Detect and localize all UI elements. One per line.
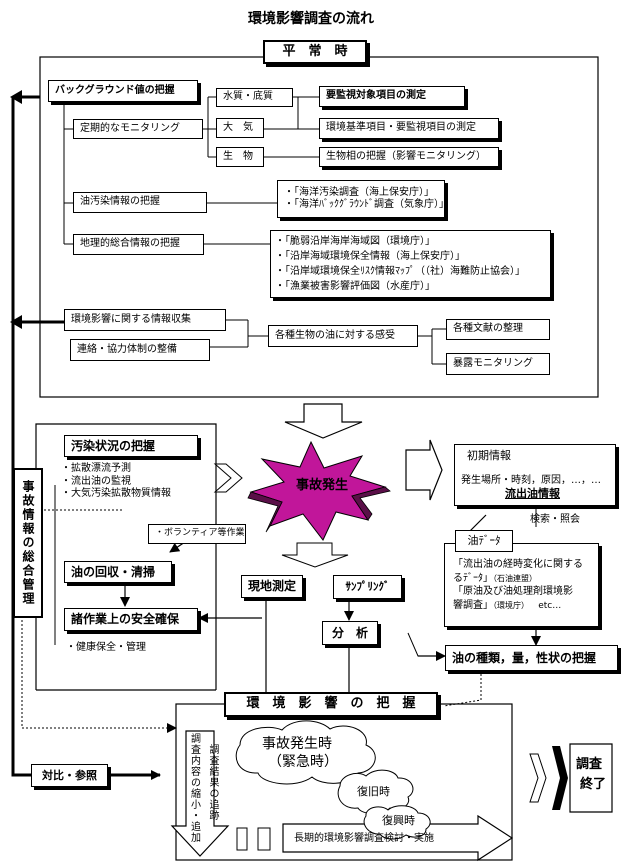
oil-sources-box: ・「海洋汚染調査（海上保安庁）」 ・「海洋ﾊﾞｯｸｸﾞﾗｳﾝﾄﾞ調査（気象庁）」 (277, 180, 449, 218)
background-box: バックグラウンド値の把握 (48, 80, 198, 102)
bunken-box: 各種文献の整理 (446, 319, 550, 340)
abura-data-box: 油ﾃﾞｰﾀ (455, 530, 513, 552)
taihi-box: 対比・参照 (31, 764, 108, 787)
shukusho-char: の (191, 778, 201, 789)
chiri-source-2: ・「沿岸海域環境保全情報（海上保安庁）」 (275, 251, 465, 262)
seibutsu-box: 生 物 (216, 147, 264, 167)
teiki-box: 定期的なモニタリング (73, 119, 203, 139)
shukusho-char: 縮 (191, 789, 201, 800)
chiri-sources-box: ・「脆弱沿岸海岸海域図（環境庁）」 ・「沿岸海域環境保全情報（海上保安庁）」 ・… (270, 230, 551, 298)
osen-box: 汚染状況の把握 (64, 435, 198, 457)
osen-items: ・拡散漂流予測 ・流出油の監視 ・大気汚染拡散物質情報 (55, 459, 215, 505)
suishitsu-box: 水質・底質 (216, 88, 293, 107)
jiko-label: 事故発生 (296, 478, 349, 493)
yokanshi-box: 要監視対象項目の測定 (319, 86, 465, 107)
oil-info-box: 油汚染情報の把握 (73, 192, 207, 213)
data-box: 「流出油の経時変化に関する るﾃﾞｰﾀ」（石油連盟） 「原油及び油処理剤環境影 … (444, 543, 599, 627)
osen-item-3: ・大気汚染拡散物質情報 (61, 488, 171, 500)
ryushutsu-label: 流出油情報 (505, 487, 560, 501)
shukusho-char: 追 (191, 822, 201, 833)
anzen-box: 諸作業上の安全確保 (64, 608, 198, 631)
volunteer-box: ・ボランティア等作業 (148, 524, 246, 544)
shurui-box: 油の種類，量，性状の把握 (445, 645, 618, 671)
data-line-2: るﾃﾞｰﾀ」 (453, 572, 493, 584)
sampling-box: ｻﾝﾌﾟﾘﾝｸﾞ (333, 575, 402, 599)
kanju-box: 各種生物の油に対する感受 (268, 325, 418, 347)
data-src-2: （環境庁） (493, 600, 529, 610)
side-label-box: 事故情報の総合管理 (13, 468, 43, 618)
page-title: 環境影響調査の流れ (248, 11, 374, 27)
heijo-header: 平 常 時 (263, 40, 367, 64)
chiri-box: 地理的総合情報の把握 (73, 234, 204, 255)
end-label-2: 終了 (580, 777, 607, 792)
taiki-box: 大 気 (216, 118, 264, 138)
tsuiseki-label: 調査結果の追跡 (207, 744, 218, 821)
chiri-source-1: ・「脆弱沿岸海岸海域図（環境庁）」 (275, 236, 435, 247)
kankyo-kijun-box: 環境基準項目・要監視項目の測定 (319, 118, 499, 139)
kinkyu-label-2: （緊急時） (268, 754, 338, 770)
shukusho-char: 調 (191, 734, 201, 745)
kensaku-label: 検索・照会 (530, 514, 580, 525)
oil-source-2: ・「海洋ﾊﾞｯｸｸﾞﾗｳﾝﾄﾞ調査（気象庁）」 (284, 199, 449, 210)
shushu-box: 環境影響に関する情報収集 (64, 309, 226, 331)
data-line-4: 響調査」 (453, 599, 493, 611)
choki-label: 長期的環境影響調査検討・実施 (294, 833, 434, 844)
chiri-source-3: ・「沿岸域環境保全ﾘｽｸ情報ﾏｯﾌﾟ（（社）海難防止協会）」 (275, 266, 525, 277)
renraku-box: 連絡・協力体制の整備 (70, 339, 210, 361)
side-label: 事故情報の総合管理 (21, 480, 35, 606)
kinkyu-label-1: 事故発生時 (262, 736, 332, 752)
fukkyu-label: 復旧時 (357, 785, 390, 798)
shukusho-char: 加 (191, 833, 201, 844)
data-line-1: 「流出油の経時変化に関する (453, 559, 583, 570)
shoki-title: 初期情報 (467, 449, 511, 462)
chiri-source-4: ・「漁業被害影響評価図（水産庁）」 (275, 281, 435, 292)
osen-item-2: ・流出油の監視 (61, 475, 131, 487)
bunseki-box: 分 析 (322, 621, 378, 645)
data-line-3: 「原油及び油処理剤環境影 (453, 586, 573, 597)
data-src-1: （石油連盟） (493, 573, 537, 583)
fukko-label: 復興時 (382, 814, 415, 827)
shukusho-char: 内 (191, 756, 201, 767)
shukusho-char: ・ (191, 811, 201, 822)
data-etc: etc… (538, 600, 562, 611)
osen-item-1: ・拡散漂流予測 (61, 463, 131, 475)
kaishu-box: 油の回収・清掃 (64, 561, 172, 583)
end-label-1: 調査 (576, 757, 603, 772)
accident-starburst (249, 440, 387, 541)
shukusho-char: 査 (191, 745, 201, 756)
impact-header: 環 境 影 響 の 把 握 (224, 692, 438, 717)
kenko-text: ・健康保全・管理 (66, 642, 146, 653)
oil-source-1: ・「海洋汚染調査（海上保安庁）」 (284, 186, 434, 198)
bakuro-box: 暴露モニタリング (446, 353, 550, 375)
seibutsu-sou-box: 生物相の把握（影響モニタリング） (319, 147, 499, 167)
shukusho-label: 調 査 内 容 の 縮 小 ・ 追 加 (190, 734, 202, 844)
shukusho-char: 容 (191, 767, 201, 778)
genchi-box: 現地測定 (241, 575, 303, 598)
shoki-box: 初期情報 発生場所・時刻，原因，…，… 流出油情報 (454, 444, 616, 506)
shukusho-char: 小 (191, 800, 201, 811)
shoki-detail: 発生場所・時刻，原因，…，… (461, 474, 601, 486)
